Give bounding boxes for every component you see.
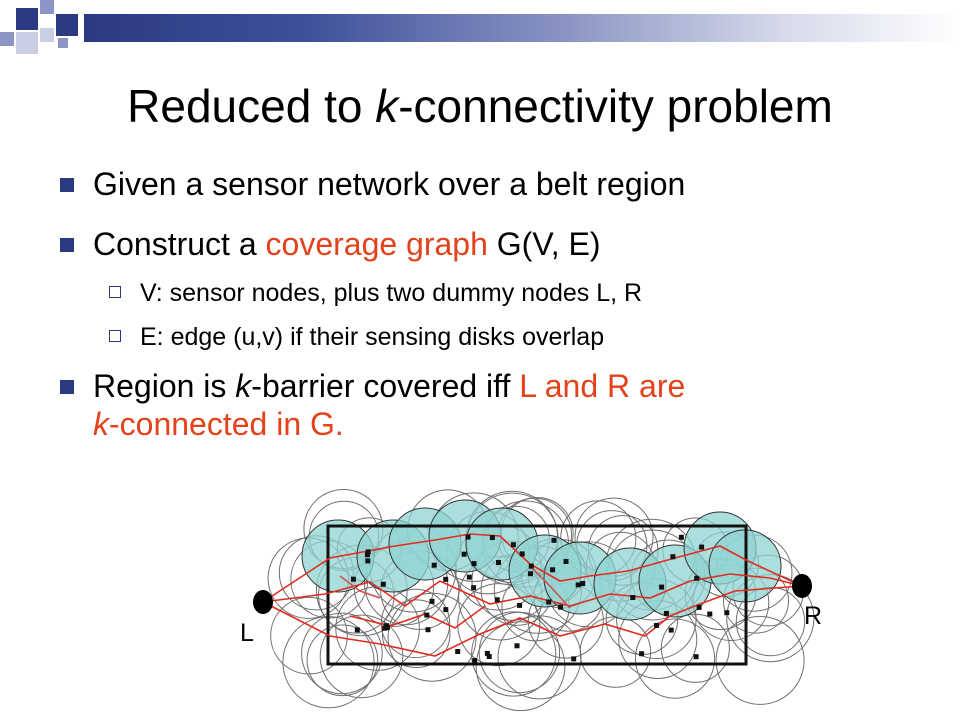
- sensing-disk: [270, 596, 348, 675]
- sensor-node: [517, 602, 523, 608]
- belt-region: [326, 524, 748, 666]
- sensor-node: [707, 611, 713, 617]
- sensing-disk: [715, 615, 805, 705]
- sensor-node: [364, 552, 370, 558]
- sensing-disk: [497, 615, 582, 700]
- sensor-node: [484, 650, 490, 656]
- title-bar-decoration: [84, 14, 960, 42]
- node-label-l: L: [240, 619, 254, 647]
- sensing-disk: [475, 621, 566, 712]
- sensor-node: [425, 627, 431, 633]
- hollow-square-bullet-icon: [109, 286, 121, 298]
- sensor-node: [693, 654, 699, 660]
- sensor-node: [496, 560, 501, 565]
- sensor-node: [382, 625, 388, 631]
- sensing-disk: [319, 614, 404, 699]
- sensor-node: [514, 643, 520, 649]
- sensor-node: [424, 612, 430, 618]
- graph-edges: [262, 533, 803, 657]
- sensor-node: [465, 534, 471, 540]
- sensor-node: [472, 658, 478, 664]
- sensing-disk: [471, 611, 557, 697]
- sensor-node: [696, 604, 702, 610]
- sensor-node: [350, 576, 356, 582]
- bullet-list: Given a sensor network over a belt regio…: [60, 165, 940, 443]
- sensor-node: [384, 623, 390, 629]
- sensor-node: [678, 534, 684, 540]
- sensor-node: [670, 554, 676, 560]
- sensor-node: [494, 597, 500, 603]
- sensor-node: [580, 581, 586, 586]
- sensing-disk: [306, 624, 379, 697]
- graph-edge-path: [339, 575, 381, 599]
- graph-edge-path: [262, 533, 803, 603]
- sensor-node: [519, 551, 525, 557]
- sensor-node: [699, 544, 705, 550]
- sensor-node: [431, 562, 437, 568]
- sub-bullet-item: E: edge (u,v) if their sensing disks ove…: [60, 321, 940, 353]
- sensing-disk: [301, 612, 383, 695]
- graph-edge-path: [262, 585, 803, 657]
- square-bullet-icon: [60, 380, 74, 394]
- sensor-node: [365, 549, 371, 555]
- sensor-node: [563, 559, 569, 564]
- bullet-item: Construct a coverage graph G(V, E): [60, 225, 940, 263]
- sensor-node: [471, 561, 477, 567]
- slide-title: Reduced to k-connectivity problem: [127, 80, 833, 132]
- sensor-node: [528, 571, 533, 577]
- sensor-node: [466, 574, 472, 580]
- square-bullet-icon: [60, 238, 74, 252]
- dummy-node-r: [792, 574, 812, 598]
- sensor-node: [455, 649, 461, 654]
- coverage-graph-figure: L R: [230, 486, 840, 716]
- sensor-node: [461, 551, 467, 557]
- sensor-node: [471, 585, 477, 591]
- sensor-node: [528, 563, 534, 569]
- sensor-nodes: [350, 534, 730, 664]
- sensing-disk: [478, 611, 561, 694]
- sensor-node: [550, 567, 556, 573]
- sensor-node: [551, 537, 557, 543]
- sensor-node: [365, 558, 371, 564]
- sensing-disk: [387, 592, 477, 682]
- coverage-graph-svg: [253, 489, 815, 712]
- hollow-square-bullet-icon: [109, 330, 121, 342]
- bullet-item: Given a sensor network over a belt regio…: [60, 165, 940, 203]
- sensor-node: [654, 623, 659, 628]
- sensor-node: [354, 627, 360, 633]
- sensor-node: [630, 595, 636, 600]
- sensor-node: [659, 584, 665, 590]
- sensing-disk: [634, 618, 716, 699]
- sensor-node: [575, 582, 581, 588]
- graph-edge-path: [529, 565, 571, 609]
- sensor-node: [380, 581, 386, 587]
- sensor-node: [639, 651, 645, 657]
- node-label-r: R: [804, 602, 823, 630]
- sensor-node: [724, 610, 730, 616]
- sensor-node: [694, 575, 700, 581]
- bullet-item: Region is k-barrier covered iff L and R …: [60, 367, 940, 443]
- sensing-disk: [381, 599, 451, 668]
- sensor-node: [443, 576, 449, 582]
- sub-bullet-item: V: sensor nodes, plus two dummy nodes L,…: [60, 277, 940, 309]
- sensor-node: [510, 542, 516, 548]
- sensor-node: [668, 627, 674, 633]
- sensor-node: [663, 610, 669, 616]
- sensor-node: [571, 656, 577, 662]
- sensor-node: [489, 535, 495, 541]
- sensor-node: [486, 654, 492, 659]
- sensor-node: [443, 607, 449, 613]
- sensor-node: [558, 604, 564, 610]
- square-bullet-icon: [60, 178, 74, 192]
- sensor-node: [429, 598, 435, 604]
- sensor-node: [546, 599, 552, 605]
- dummy-node-l: [253, 590, 273, 614]
